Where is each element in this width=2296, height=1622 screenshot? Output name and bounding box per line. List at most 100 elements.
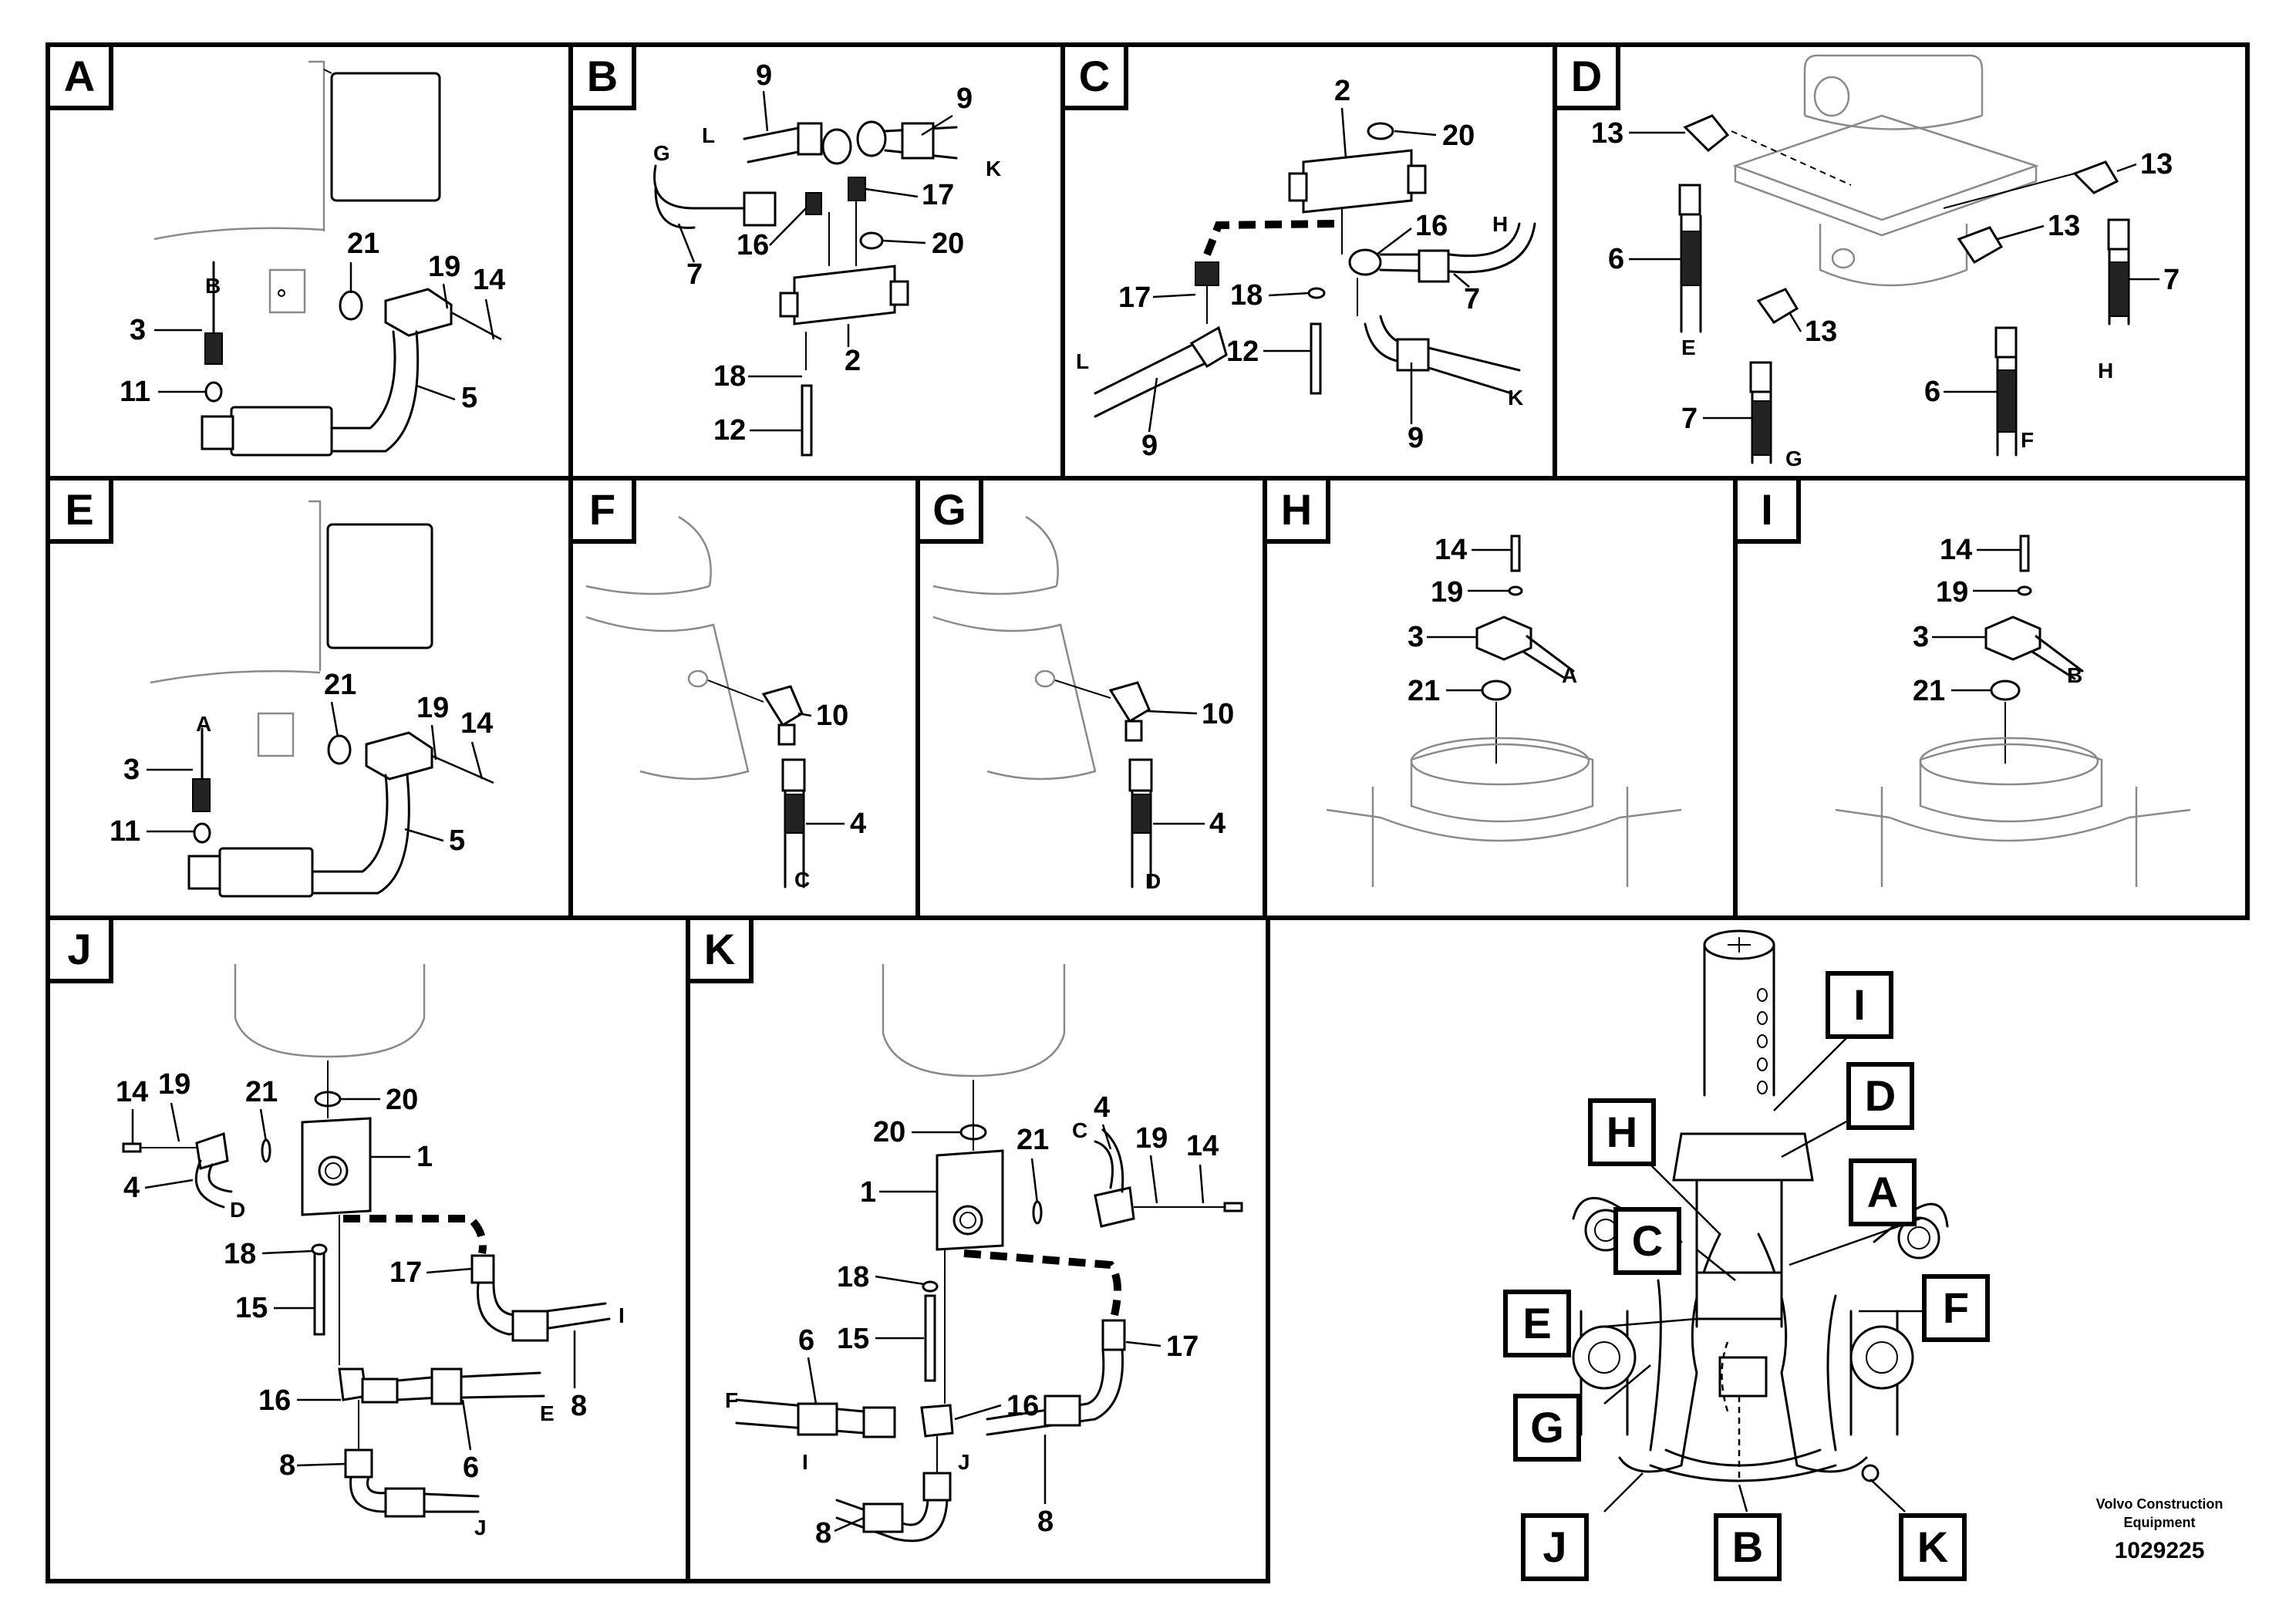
svg-text:I: I — [1761, 485, 1773, 534]
svg-text:J: J — [67, 925, 91, 973]
callout-3: 3 — [1408, 621, 1424, 653]
panel-B-drawing: 9 9 17 16 20 7 18 2 12 L G K — [653, 59, 1001, 457]
callout-1: 1 — [416, 1141, 433, 1173]
callout-7: 7 — [1464, 283, 1480, 315]
overview-callout-H: H — [1588, 1098, 1656, 1166]
overview-callout-K: K — [1899, 1513, 1967, 1581]
panel-E-drawing: 21 19 14 3 11 5 A — [110, 500, 494, 898]
callout-16: 16 — [737, 229, 769, 261]
callout-3: 3 — [1913, 621, 1929, 653]
letter-B: B — [2067, 663, 2082, 687]
callout-8: 8 — [815, 1517, 831, 1549]
callout-5: 5 — [449, 824, 465, 857]
callout-1: 1 — [860, 1176, 876, 1209]
overview-callout-F: F — [1922, 1274, 1990, 1342]
callout-20: 20 — [873, 1116, 905, 1148]
letter-B: B — [205, 274, 221, 298]
svg-text:K: K — [1917, 1523, 1948, 1571]
svg-text:E: E — [1522, 1299, 1551, 1347]
callout-21: 21 — [1408, 675, 1440, 707]
callout-14: 14 — [1435, 534, 1467, 566]
callout-19: 19 — [1936, 576, 1968, 609]
panel-D-label: D — [1553, 42, 1620, 110]
callout-6: 6 — [798, 1324, 814, 1357]
callout-12: 12 — [1226, 336, 1259, 368]
panel-frames — [46, 42, 2250, 1583]
callout-2: 2 — [1334, 75, 1350, 107]
panel-A-drawing: 21 19 14 3 11 5 B — [120, 60, 505, 457]
letter-J: J — [958, 1450, 970, 1474]
letter-I: I — [619, 1303, 625, 1327]
panel-A-label: A — [46, 42, 113, 110]
panel-J-label: J — [46, 916, 113, 983]
svg-text:B: B — [1732, 1523, 1763, 1571]
overview-callout-C: C — [1613, 1207, 1681, 1275]
letter-L: L — [1076, 349, 1089, 373]
letter-D: D — [230, 1198, 245, 1222]
letter-K: K — [1508, 386, 1523, 410]
letter-G: G — [653, 141, 670, 165]
callout-18: 18 — [1230, 279, 1263, 312]
callout-4: 4 — [1094, 1091, 1110, 1124]
callout-9: 9 — [1408, 422, 1424, 454]
callout-21: 21 — [1017, 1124, 1049, 1156]
letter-D: D — [1145, 869, 1161, 893]
callout-18: 18 — [713, 360, 746, 393]
overview-callout-J: J — [1521, 1513, 1589, 1581]
callout-15: 15 — [235, 1292, 268, 1324]
callout-21: 21 — [1913, 675, 1945, 707]
panel-K-drawing: 20 21 4 19 14 1 18 6 15 17 16 8 8 C F J … — [725, 964, 1243, 1549]
svg-text:A: A — [64, 52, 95, 100]
letter-A: A — [196, 712, 211, 736]
callout-13: 13 — [2140, 148, 2173, 180]
letter-I: I — [802, 1450, 808, 1474]
callout-7: 7 — [2163, 264, 2180, 296]
panel-K-label: K — [686, 916, 754, 983]
callout-19: 19 — [416, 692, 449, 724]
callout-9: 9 — [1141, 430, 1158, 462]
callout-19: 19 — [1135, 1122, 1168, 1155]
callout-19: 19 — [428, 251, 460, 283]
svg-text:K: K — [704, 925, 735, 973]
panel-B-label: B — [568, 42, 636, 110]
letter-G: G — [1785, 447, 1802, 470]
callout-3: 3 — [123, 754, 140, 786]
callout-11: 11 — [120, 376, 150, 408]
callout-9: 9 — [956, 83, 973, 115]
svg-text:H: H — [1281, 485, 1312, 534]
callout-16: 16 — [1006, 1390, 1039, 1422]
letter-H: H — [1492, 212, 1508, 236]
letter-J: J — [474, 1516, 487, 1539]
letter-K: K — [986, 157, 1001, 180]
svg-text:I: I — [1853, 980, 1866, 1029]
callout-14: 14 — [1186, 1130, 1219, 1162]
svg-text:C: C — [1079, 52, 1110, 100]
callout-8: 8 — [571, 1390, 587, 1422]
panel-E-label: E — [46, 476, 113, 544]
svg-text:C: C — [1632, 1216, 1663, 1265]
callout-21: 21 — [245, 1076, 278, 1108]
panel-G-drawing: 10 4 D — [932, 515, 1234, 893]
callout-2: 2 — [845, 345, 861, 377]
svg-text:E: E — [65, 485, 93, 534]
callout-11: 11 — [110, 815, 140, 848]
callout-12: 12 — [713, 414, 746, 447]
panel-H-drawing: 14 19 3 21 A — [1326, 534, 1682, 887]
callout-14: 14 — [473, 264, 505, 296]
callout-20: 20 — [386, 1084, 418, 1116]
panel-J-drawing: 14 19 21 20 1 4 18 17 15 16 8 6 8 D I E … — [116, 964, 625, 1539]
overview-drawing: I D H A C E F G J B K — [1503, 929, 1990, 1581]
letter-C: C — [794, 868, 810, 892]
svg-text:J: J — [1542, 1523, 1566, 1571]
callout-7: 7 — [1681, 403, 1698, 435]
svg-text:A: A — [1867, 1168, 1898, 1216]
svg-text:D: D — [1571, 52, 1602, 100]
svg-text:F: F — [589, 485, 615, 534]
company-line-1: Volvo Construction — [2096, 1496, 2224, 1512]
company-line-2: Equipment — [2124, 1515, 2196, 1530]
panel-C-drawing: 2 20 16 7 17 18 12 9 9 H L K — [1076, 75, 1536, 462]
callout-16: 16 — [1415, 210, 1448, 242]
callout-8: 8 — [279, 1449, 295, 1482]
panel-F-label: F — [568, 476, 636, 544]
